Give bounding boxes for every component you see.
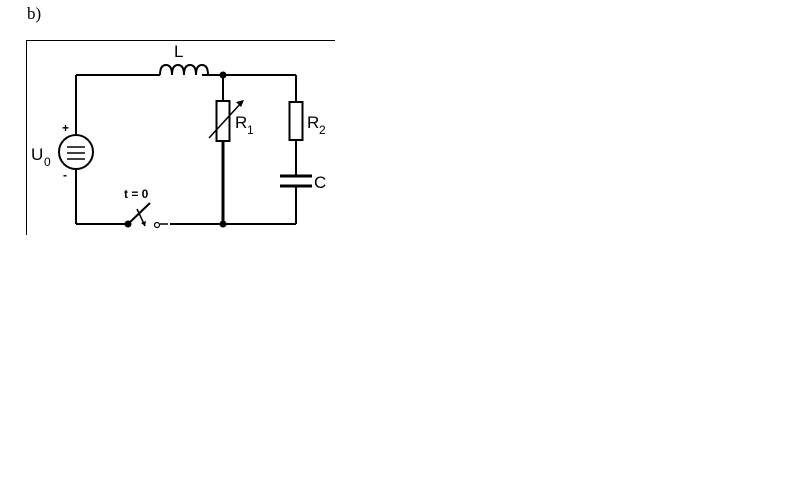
- capacitor-label: C: [314, 173, 326, 192]
- inductor-coil: [159, 63, 209, 76]
- figure-part-label: b): [27, 4, 42, 23]
- source-subscript: 0: [44, 155, 51, 169]
- resistor1-subscript: 1: [247, 123, 254, 137]
- variable-arrow-head-icon: [236, 100, 244, 107]
- source-minus-label: -: [63, 168, 67, 182]
- variable-arrow-shaft: [208, 101, 243, 139]
- switch-contact-node: [153, 221, 161, 229]
- resistor1-label: R: [235, 113, 247, 132]
- circuit-figure-frame: [26, 40, 335, 235]
- switch-time-label: t = 0: [124, 187, 149, 201]
- resistor2-label: R: [307, 113, 319, 132]
- source-label: U: [31, 145, 43, 164]
- resistor2-subscript: 2: [319, 123, 326, 137]
- switch-arrow-head-icon: [141, 221, 146, 226]
- voltage-source-icon: [58, 134, 94, 170]
- resistor-r1: [215, 100, 231, 142]
- source-plus-label: +: [62, 121, 69, 135]
- inductor-label: L: [174, 42, 183, 61]
- resistor-r2: [288, 101, 304, 141]
